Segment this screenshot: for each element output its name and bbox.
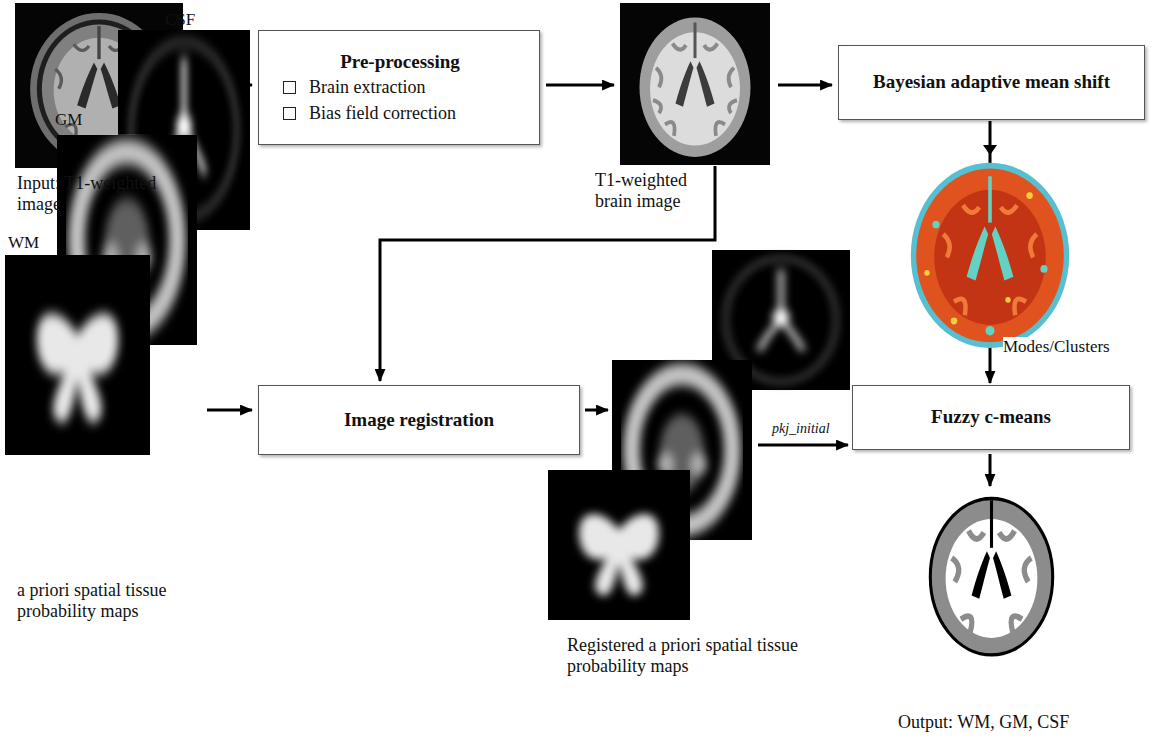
image-caption: Input: T1-weighted image [17,173,187,214]
process-box: Fuzzy c-means [852,385,1130,450]
process-box: Pre-processingBrain extractionBias field… [258,30,540,145]
image-caption: T1-weighted brain image [595,170,720,211]
flow-arrow [778,84,832,87]
image-panel: Output: WM, GM, CSF [915,490,1068,660]
image-panel: Registered a priori spatial tissue proba… [612,360,752,540]
edge-label: Modes/Clusters [1003,337,1110,357]
flow-arrow [546,84,614,87]
segmentation-image [915,490,1068,660]
box-title: Bayesian adaptive mean shift [869,71,1114,94]
brain-image [620,3,770,165]
box-title: Pre-processing [275,51,525,74]
box-title: Image registration [273,409,565,432]
arrowhead [983,145,997,155]
flow-arrow [207,409,252,412]
image-caption: Registered a priori spatial tissue proba… [567,635,822,676]
checklist-item: Brain extraction [275,77,525,99]
map-label: WM [8,233,58,253]
map-label: CSF [165,10,225,30]
image-panel: Input: T1-weighted image [15,3,183,168]
cluster-map [911,163,1069,348]
flow-arrow [758,444,848,447]
image-caption: Output: WM, GM, CSF [898,712,1143,733]
flow-arrow [989,454,992,486]
image-panel: T1-weighted brain image [620,3,770,165]
wm-map [5,255,150,455]
edge-label: pkj_initial [772,421,830,437]
image-panel: CSFGMWMa priori spatial tissue probabili… [5,120,205,460]
image-caption: a priori spatial tissue probability maps [17,580,232,621]
map-label: GM [55,110,105,130]
wm-map [548,470,690,620]
checklist-item: Bias field correction [275,103,525,125]
flow-arrow [585,409,608,412]
process-box: Bayesian adaptive mean shift [838,45,1145,120]
box-title: Fuzzy c-means [867,406,1115,429]
process-box: Image registration [258,385,580,455]
